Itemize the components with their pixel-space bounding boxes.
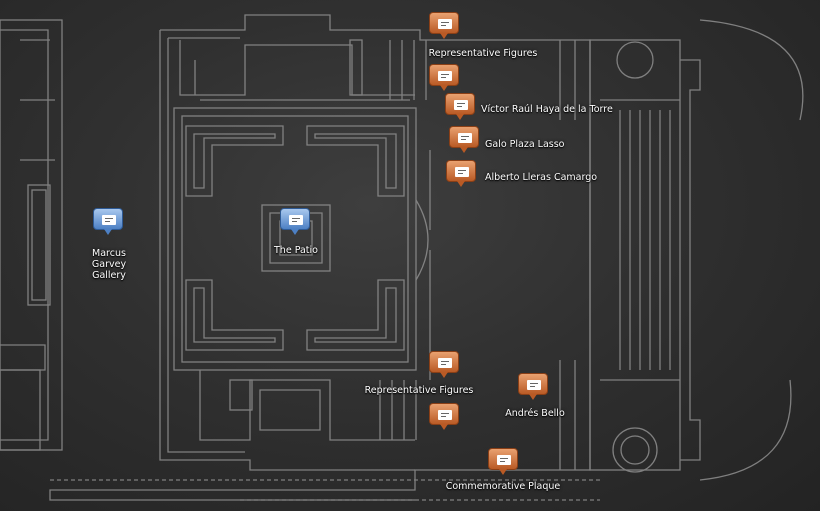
comment-icon bbox=[454, 100, 468, 110]
marker-bubble bbox=[429, 403, 459, 425]
map-label-alberto-lleras-camargo[interactable]: Alberto Lleras Camargo bbox=[485, 172, 598, 183]
map-marker-alberto-lleras-camargo[interactable] bbox=[446, 160, 478, 188]
comment-icon bbox=[289, 215, 303, 225]
marker-bubble bbox=[429, 351, 459, 373]
marker-pointer bbox=[456, 114, 464, 120]
map-label-representative-figures-2[interactable]: Representative Figures bbox=[364, 385, 474, 396]
marker-bubble bbox=[446, 160, 476, 182]
marker-pointer bbox=[104, 229, 112, 235]
comment-icon bbox=[497, 455, 511, 465]
comment-icon bbox=[102, 215, 116, 225]
map-marker-commemorative-plaque[interactable] bbox=[488, 448, 520, 476]
comment-icon bbox=[438, 19, 452, 29]
map-label-victor-raul-haya-de-la-torre[interactable]: Víctor Raúl Haya de la Torre bbox=[481, 104, 613, 115]
map-marker-galo-plaza-lasso[interactable] bbox=[449, 126, 481, 154]
marker-pointer bbox=[440, 85, 448, 91]
map-label-galo-plaza-lasso[interactable]: Galo Plaza Lasso bbox=[485, 139, 565, 150]
marker-pointer bbox=[440, 33, 448, 39]
marker-bubble bbox=[280, 208, 310, 230]
map-marker-andres-bello[interactable] bbox=[518, 373, 550, 401]
map-marker-unlabeled-marker-2[interactable] bbox=[429, 403, 461, 431]
marker-bubble bbox=[93, 208, 123, 230]
map-marker-victor-raul-haya-de-la-torre[interactable] bbox=[445, 93, 477, 121]
marker-bubble bbox=[518, 373, 548, 395]
map-label-andres-bello[interactable]: Andrés Bello bbox=[505, 408, 565, 419]
marker-pointer bbox=[457, 181, 465, 187]
comment-icon bbox=[458, 133, 472, 143]
marker-pointer bbox=[291, 229, 299, 235]
marker-bubble bbox=[449, 126, 479, 148]
map-marker-representative-figures-2[interactable] bbox=[429, 351, 461, 379]
map-marker-representative-figures[interactable] bbox=[429, 12, 461, 40]
marker-bubble bbox=[429, 12, 459, 34]
comment-icon bbox=[527, 380, 541, 390]
map-label-marcus-garvey-gallery[interactable]: Marcus Garvey Gallery bbox=[91, 248, 127, 281]
marker-pointer bbox=[440, 424, 448, 430]
marker-pointer bbox=[529, 394, 537, 400]
marker-pointer bbox=[440, 372, 448, 378]
map-marker-marcus-garvey-gallery[interactable] bbox=[93, 208, 125, 236]
map-marker-unlabeled-marker-1[interactable] bbox=[429, 64, 461, 92]
map-marker-the-patio[interactable] bbox=[280, 208, 312, 236]
marker-pointer bbox=[499, 469, 507, 475]
marker-bubble bbox=[488, 448, 518, 470]
map-label-commemorative-plaque[interactable]: Commemorative Plaque bbox=[445, 481, 561, 492]
marker-bubble bbox=[429, 64, 459, 86]
map-label-the-patio[interactable]: The Patio bbox=[274, 245, 318, 256]
marker-bubble bbox=[445, 93, 475, 115]
marker-pointer bbox=[460, 147, 468, 153]
comment-icon bbox=[455, 167, 469, 177]
comment-icon bbox=[438, 410, 452, 420]
comment-icon bbox=[438, 358, 452, 368]
map-label-representative-figures[interactable]: Representative Figures bbox=[428, 48, 538, 59]
comment-icon bbox=[438, 71, 452, 81]
